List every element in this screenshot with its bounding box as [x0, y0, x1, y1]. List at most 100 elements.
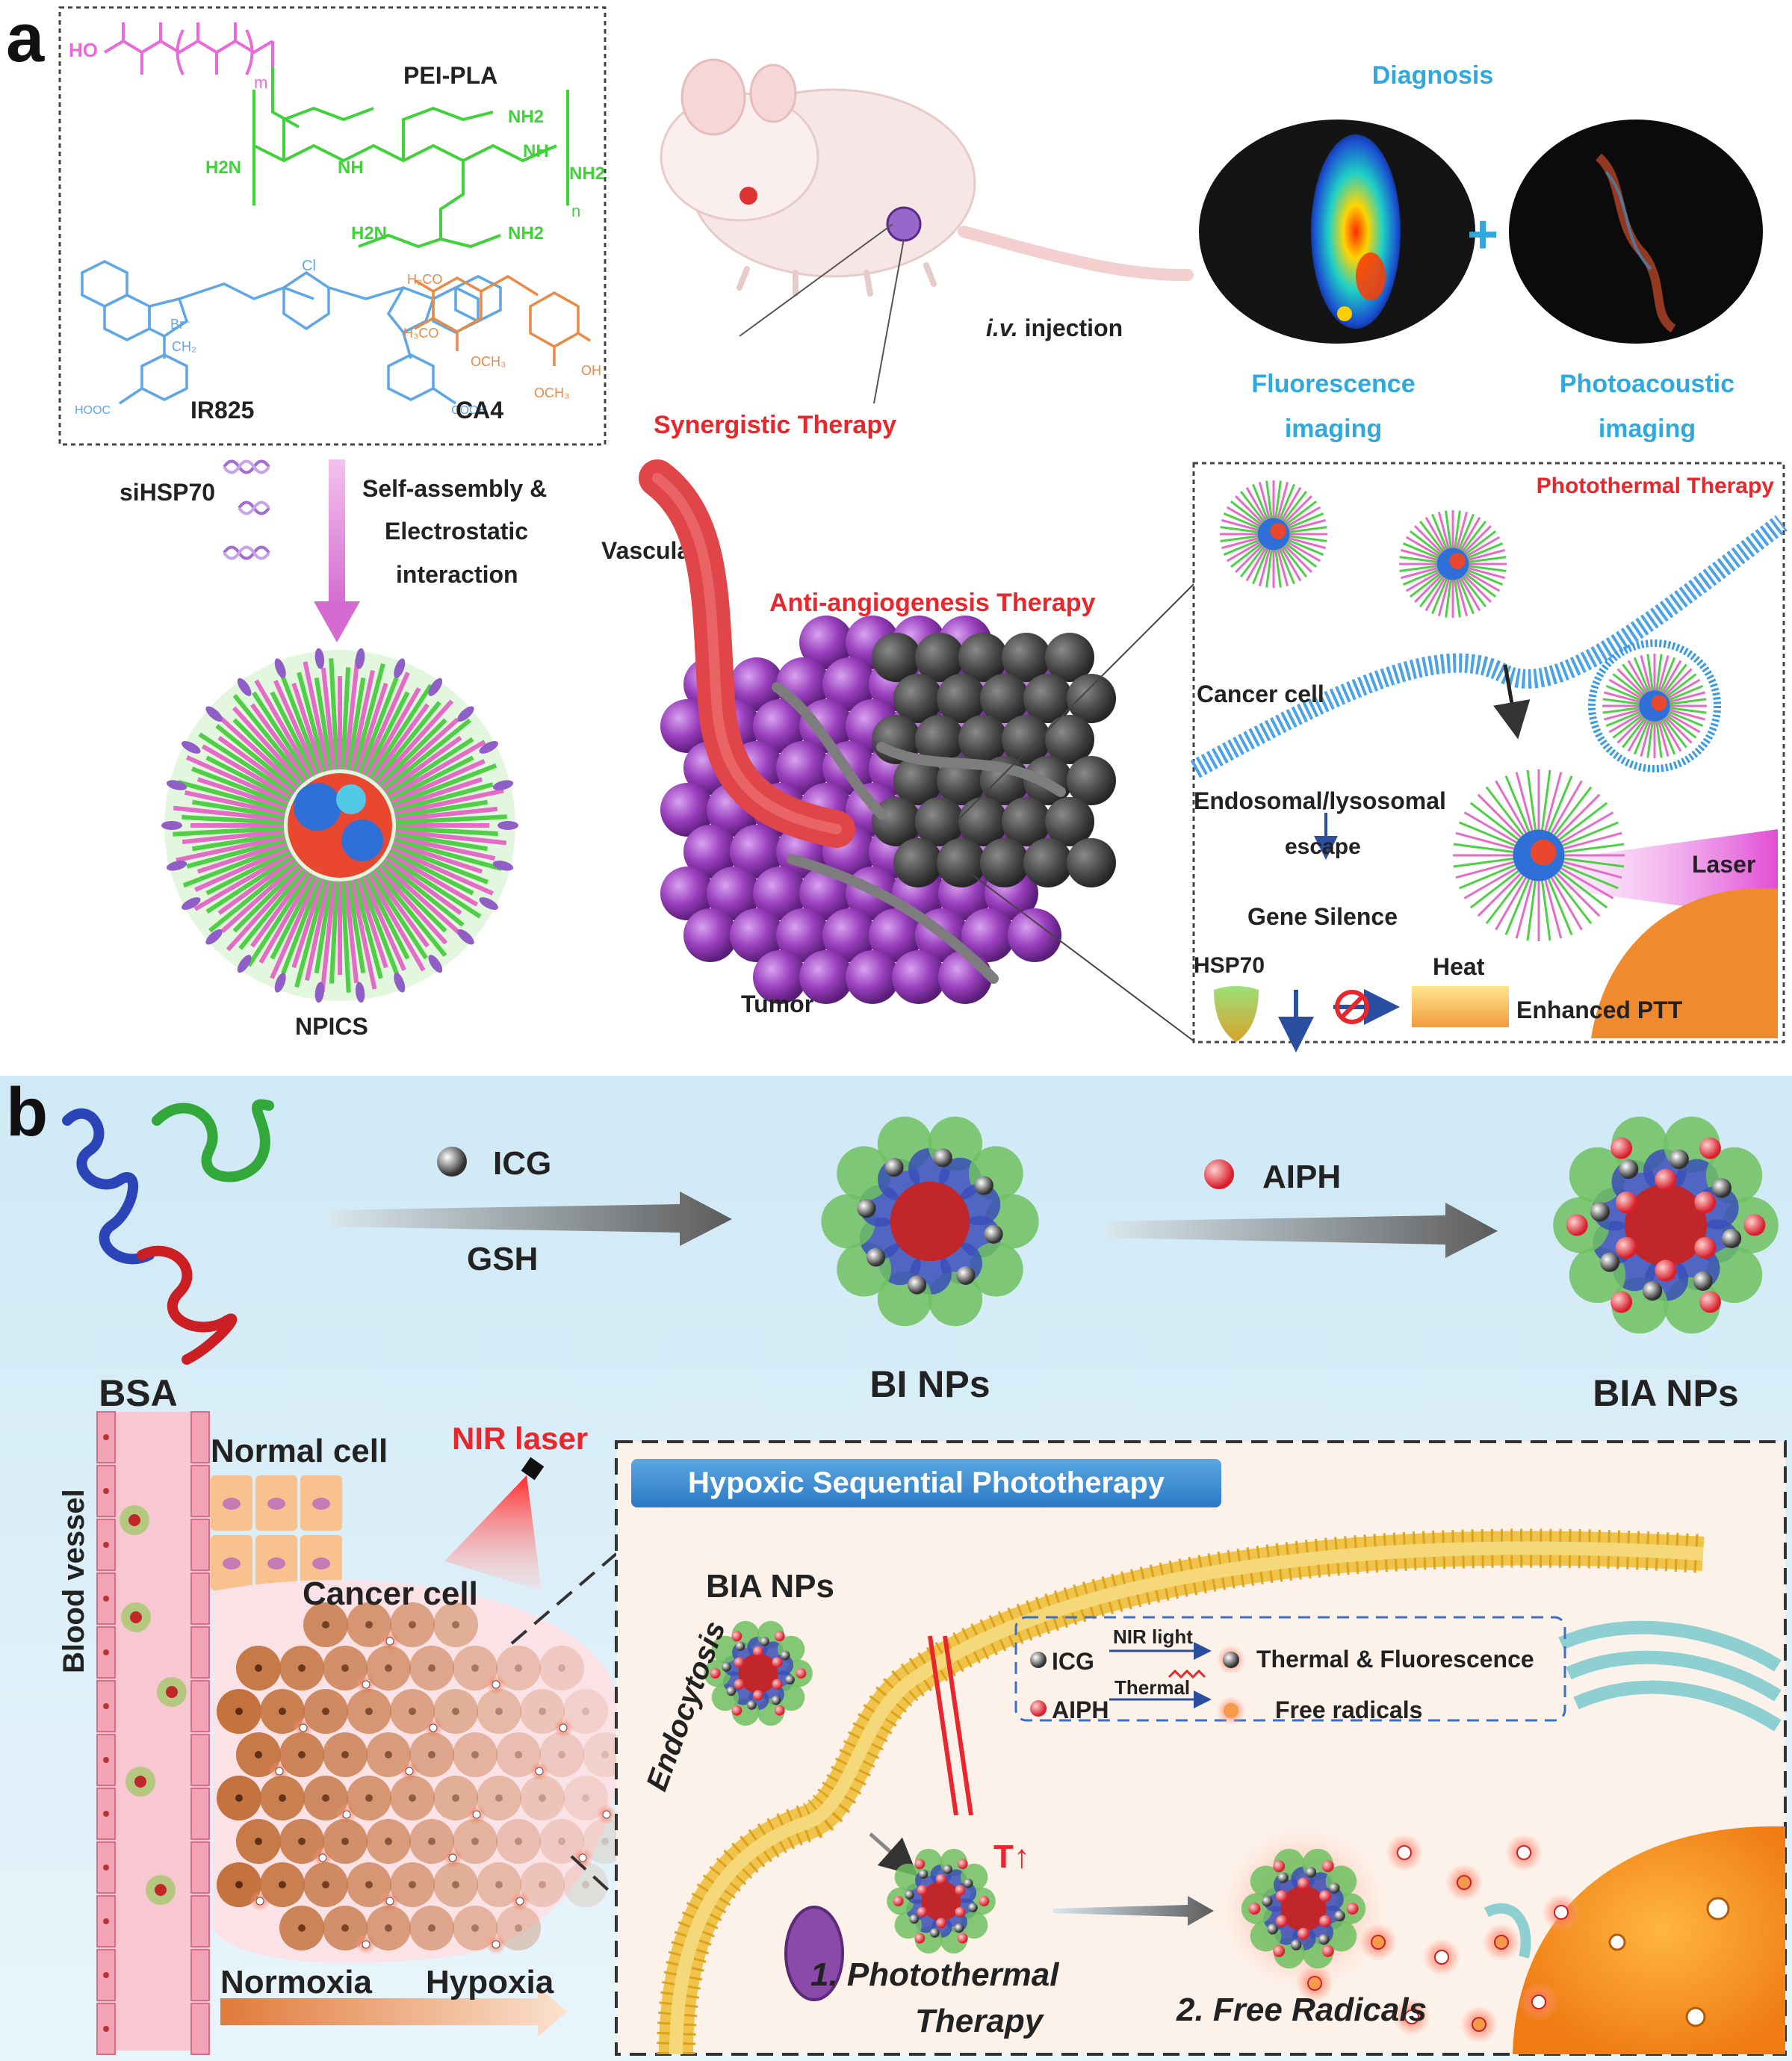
- np-ray: [1646, 654, 1654, 691]
- np-ray: [1455, 831, 1515, 850]
- sirna-dot: [479, 897, 498, 910]
- icg-ball: [726, 1686, 737, 1696]
- npics-ray: [303, 661, 331, 772]
- npics-ray: [358, 677, 399, 775]
- np-ray: [1461, 520, 1487, 552]
- bsa-subunit: [837, 1146, 892, 1201]
- icg-ball: [974, 1176, 993, 1195]
- endothelial-cell: [190, 1465, 210, 1517]
- tumor-cell-sphere: [961, 908, 1015, 962]
- np-ray: [1553, 875, 1593, 925]
- dead-cell-sphere: [1045, 797, 1094, 846]
- fluorescence-label-1: Fluorescence: [1251, 370, 1415, 398]
- np-ray: [1622, 663, 1646, 695]
- aiph-ball: [1248, 1903, 1261, 1915]
- bsa-subunit: [1569, 1147, 1626, 1204]
- np-ray: [1258, 549, 1271, 586]
- npics-ray: [205, 755, 291, 802]
- tumor-cell-sphere: [776, 741, 830, 795]
- npics-ray: [393, 782, 494, 813]
- np-ray: [1282, 490, 1308, 522]
- dead-cell-sphere: [980, 674, 1029, 723]
- npics-ray: [191, 831, 285, 852]
- cell-nucleus-dot: [103, 1757, 109, 1763]
- npics-ray: [352, 878, 383, 979]
- np-ray: [1466, 571, 1501, 592]
- npics-ray: [395, 806, 498, 822]
- step1-label-b: Therapy: [915, 2003, 1045, 2039]
- dead-cell-sphere: [1045, 633, 1094, 682]
- np-ray: [1563, 861, 1622, 879]
- npics-ray: [232, 718, 303, 788]
- npics-ray: [346, 677, 366, 771]
- aiph-ball: [1321, 1944, 1334, 1957]
- npics-ray: [343, 658, 360, 770]
- tumor-cell-nucleus: [385, 1664, 392, 1672]
- sirna-dot: [166, 780, 187, 790]
- tumor-cell-nucleus: [365, 1794, 373, 1802]
- tumor-cell-sphere: [822, 657, 876, 711]
- np-ray: [1556, 793, 1601, 838]
- npics-ray: [247, 871, 311, 967]
- aiph-ball: [1566, 1214, 1588, 1236]
- tumor-cell-sphere: [683, 908, 737, 962]
- np-ray: [1495, 780, 1528, 834]
- icg-ball: [943, 1865, 952, 1874]
- npics-ray: [360, 875, 406, 971]
- npics-ray: [320, 667, 337, 770]
- chem-ch2: CH₂: [172, 339, 196, 354]
- np-ray: [1252, 483, 1269, 520]
- cancer-cell-label-b: Cancer cell: [303, 1575, 478, 1612]
- np-ray: [1455, 861, 1515, 879]
- tumor-cell: [453, 1819, 497, 1864]
- tumor-cell-nucleus: [279, 1794, 286, 1802]
- tumor-cell-sphere: [683, 825, 737, 878]
- glow-ball: [318, 1853, 327, 1862]
- vessel-np-core: [155, 1884, 167, 1896]
- glow-ball: [255, 1897, 264, 1906]
- sirna-dot: [166, 861, 187, 871]
- dead-cell-sphere: [1067, 756, 1116, 805]
- icg-ball: [954, 1923, 964, 1933]
- npics-ray: [201, 744, 293, 800]
- dead-cell-sphere: [915, 715, 964, 764]
- panel-a-label: a: [6, 0, 45, 76]
- tumor-cell-nucleus: [515, 1924, 522, 1932]
- np-ray: [1409, 530, 1441, 556]
- np-ray: [1664, 716, 1693, 744]
- cell-nucleus-dot: [103, 1865, 109, 1871]
- aiph-ball: [1321, 1860, 1334, 1873]
- np-ray: [1223, 539, 1259, 556]
- np-ray: [1419, 520, 1445, 552]
- tumor-cell-nucleus: [341, 1924, 349, 1932]
- ca4-label: CA4: [456, 397, 503, 424]
- aiph-ball: [1298, 1877, 1309, 1890]
- tumor-cell-sphere: [730, 908, 784, 962]
- np-ray: [1424, 577, 1446, 612]
- arrow-aiph: [1106, 1203, 1498, 1258]
- np-ray: [1226, 541, 1261, 562]
- npics-ray: [250, 703, 309, 782]
- npics-ray: [355, 878, 388, 969]
- npics-ray: [340, 667, 351, 770]
- np-ray: [1608, 678, 1642, 699]
- tumor-cell-nucleus: [539, 1881, 546, 1888]
- npics-ray: [343, 881, 359, 984]
- tumor-cell-sphere: [730, 657, 784, 711]
- np-ray: [1669, 691, 1706, 704]
- glow-ball: [535, 1767, 544, 1776]
- np-ray: [1286, 500, 1318, 526]
- np-core-accent: [1651, 695, 1667, 711]
- np-ray: [1550, 877, 1583, 931]
- tumor-cell-nucleus: [341, 1751, 349, 1758]
- tumor-cell: [563, 1862, 608, 1907]
- np-ray: [1454, 580, 1461, 618]
- icg-ball: [956, 1265, 976, 1285]
- legend-nir-light: NIR light: [1113, 1625, 1193, 1648]
- sirna-dot: [428, 678, 443, 696]
- np-ray: [1468, 548, 1505, 561]
- aiph-ball: [1273, 1860, 1286, 1873]
- aiph-ball: [753, 1690, 763, 1701]
- fluorescence-label-2: imaging: [1285, 415, 1382, 443]
- radical-dot: [1397, 1845, 1412, 1860]
